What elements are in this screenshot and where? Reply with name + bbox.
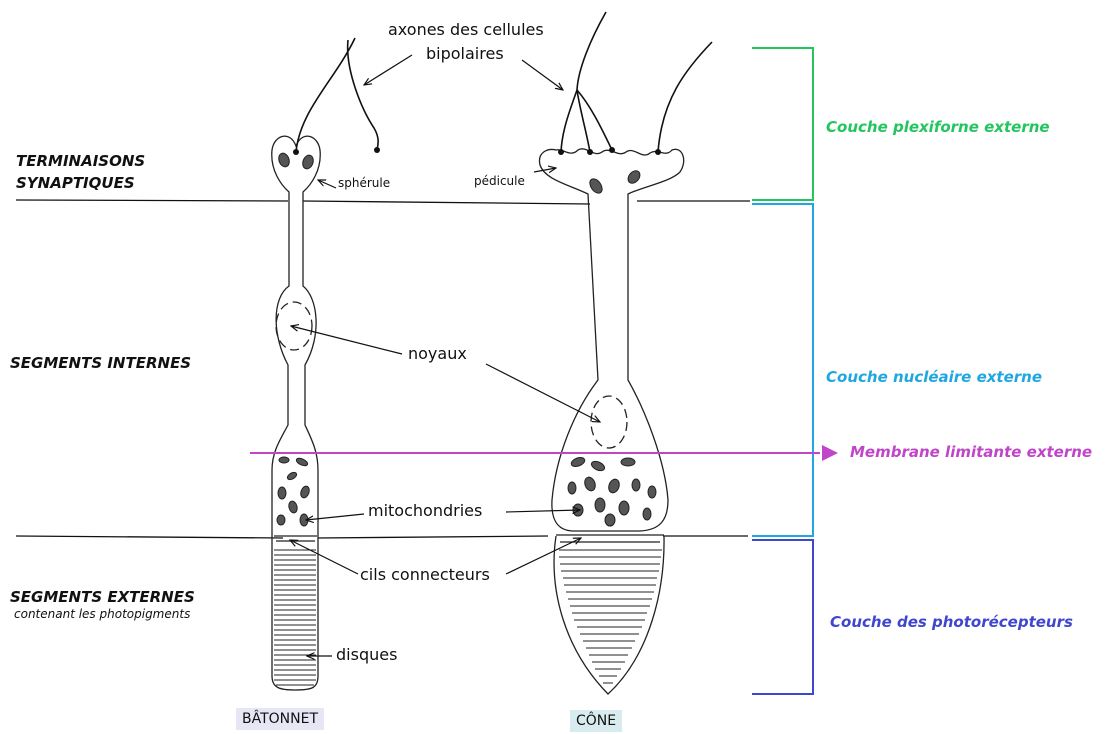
axons-label-line2: bipolaires: [426, 44, 504, 63]
cone-label: CÔNE: [570, 710, 622, 732]
disques-label: disques: [336, 645, 397, 664]
segments-internes-label: SEGMENTS INTERNES: [10, 352, 191, 374]
noyaux-label: noyaux: [408, 344, 467, 363]
photoreceptor-bracket: [752, 540, 813, 694]
cone-cell: [539, 149, 683, 694]
limiting-membrane-arrowhead: [822, 445, 838, 461]
spherule-label: sphérule: [338, 176, 390, 190]
rod-label: BÂTONNET: [236, 708, 324, 730]
plexiform-layer-label: Couche plexiforne externe: [826, 118, 1050, 136]
terminaisons-label: TERMINAISONS: [16, 150, 145, 172]
membrane-label: Membrane limitante externe: [850, 443, 1092, 461]
nuclear-layer-label: Couche nucléaire externe: [826, 368, 1042, 386]
photoreceptor-layer-label: Couche des photorécepteurs: [830, 613, 1073, 631]
rod-cell: [272, 136, 320, 690]
photopigments-label: contenant les photopigments: [14, 607, 190, 621]
pedicule-label: pédicule: [474, 174, 525, 188]
mitochondries-label: mitochondries: [368, 501, 482, 520]
synaptiques-label: SYNAPTIQUES: [16, 172, 135, 194]
cils-connecteurs-label: cils connecteurs: [360, 565, 490, 584]
plexiform-bracket: [752, 48, 813, 200]
segments-externes-label: SEGMENTS EXTERNES: [10, 586, 195, 608]
axons-label-line1: axones des cellules: [388, 20, 544, 39]
nuclear-bracket: [752, 204, 813, 536]
